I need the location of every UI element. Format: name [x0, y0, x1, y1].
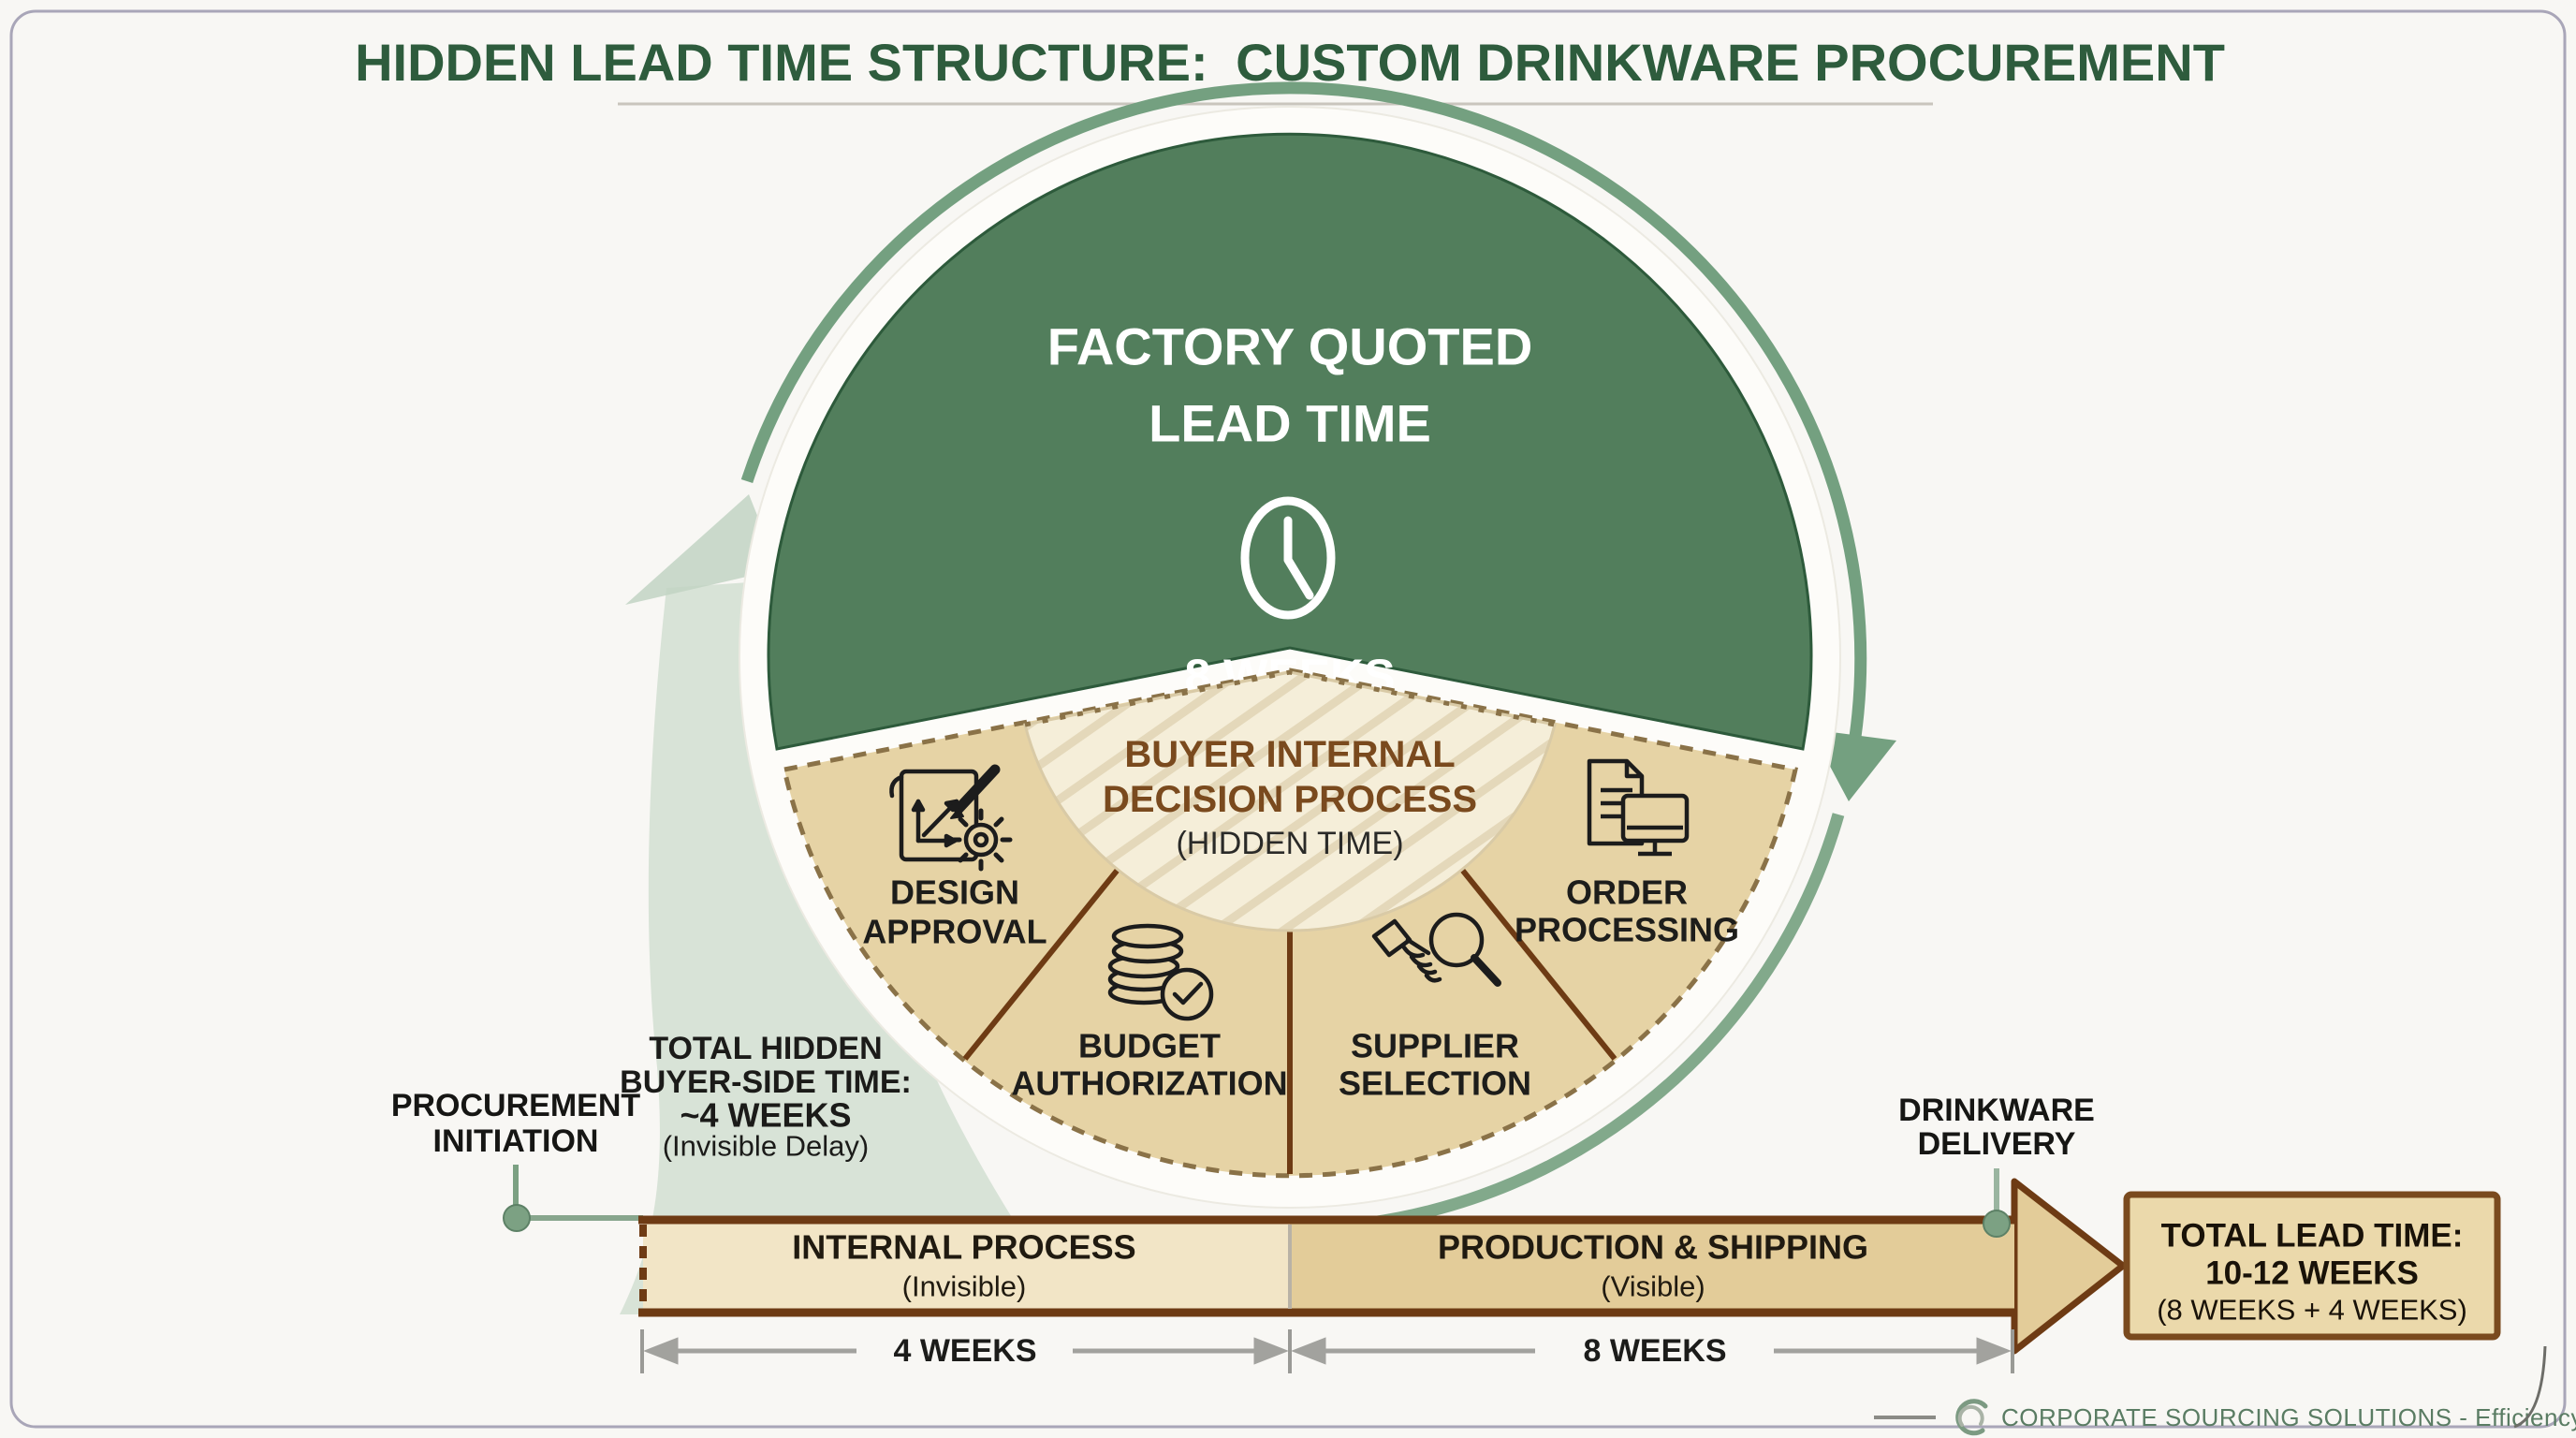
note-line2: BUYER-SIDE TIME: — [620, 1064, 912, 1100]
note-line4: (Invisible Delay) — [663, 1130, 870, 1163]
dome-title-line1: FACTORY QUOTED — [1047, 317, 1533, 376]
clock-icon — [1240, 496, 1336, 620]
segment-budget-authorization: BUDGET AUTHORIZATION — [1011, 923, 1288, 1103]
segment-label: PROCESSING — [1515, 911, 1739, 949]
bar-visible-subtitle: (Visible) — [1601, 1270, 1705, 1303]
segment-order-processing: ORDER PROCESSING — [1515, 758, 1739, 949]
hidden-buyer-side-note: TOTAL HIDDEN BUYER-SIDE TIME: ~4 WEEKS (… — [620, 1031, 912, 1163]
wedge-line1: BUYER INTERNAL — [1124, 734, 1455, 775]
segment-label: BUDGET — [1078, 1027, 1221, 1065]
total-box-line2: 10-12 WEEKS — [2205, 1255, 2419, 1292]
blueprint-pencil-gear-icon — [889, 764, 1013, 872]
page-title-part1: HIDDEN LEAD TIME STRUCTURE: — [355, 33, 1208, 92]
timeline-bar: INTERNAL PROCESS (Invisible) PRODUCTION … — [638, 1178, 2127, 1355]
note-line1: TOTAL HIDDEN — [649, 1031, 882, 1066]
footer-brand-text: CORPORATE SOURCING SOLUTIONS - Efficienc… — [2001, 1403, 2576, 1431]
page-title: HIDDEN LEAD TIME STRUCTURE: CUSTOM DRINK… — [355, 33, 2225, 92]
bar-invisible-title: INTERNAL PROCESS — [792, 1228, 1135, 1267]
hidden-time-wedge: BUYER INTERNAL DECISION PROCESS (HIDDEN … — [1023, 669, 1557, 932]
duration-label-4-weeks: 4 WEEKS — [893, 1333, 1036, 1369]
note-line3: ~4 WEEKS — [680, 1096, 851, 1135]
end-label-line1: DRINKWARE — [1898, 1093, 2095, 1128]
page-title-part2: CUSTOM DRINKWARE PROCUREMENT — [1236, 33, 2225, 92]
start-label-line2: INITIATION — [433, 1123, 599, 1159]
end-label-line2: DELIVERY — [1918, 1126, 2076, 1162]
segment-label: AUTHORIZATION — [1011, 1064, 1287, 1103]
footer-flourish — [2513, 1345, 2547, 1429]
total-lead-time-box: TOTAL LEAD TIME: 10-12 WEEKS (8 WEEKS + … — [2123, 1191, 2501, 1341]
handshake-magnifier-icon — [1371, 912, 1501, 987]
total-box-line1: TOTAL LEAD TIME: — [2161, 1218, 2464, 1255]
timeline-end: DRINKWARE DELIVERY — [1898, 1093, 2095, 1238]
start-dot-icon — [503, 1204, 531, 1232]
swirl-logo — [1955, 1399, 1988, 1436]
segment-label: SELECTION — [1339, 1064, 1531, 1103]
segment-supplier-selection: SUPPLIER SELECTION — [1339, 912, 1531, 1103]
bar-visible-title: PRODUCTION & SHIPPING — [1438, 1228, 1868, 1267]
total-box-line3: (8 WEEKS + 4 WEEKS) — [2157, 1294, 2467, 1327]
segment-label: ORDER — [1566, 873, 1688, 912]
document-monitor-icon — [1587, 758, 1690, 857]
wedge-line2: DECISION PROCESS — [1103, 779, 1477, 820]
bar-segment-visible — [1290, 1221, 2014, 1312]
wedge-line3: (HIDDEN TIME) — [1176, 826, 1403, 861]
dome-title-line2: LEAD TIME — [1149, 394, 1431, 453]
segment-label: SUPPLIER — [1351, 1027, 1519, 1065]
bar-segment-invisible — [643, 1221, 1290, 1312]
segment-label: APPROVAL — [862, 913, 1046, 951]
duration-label-8-weeks: 8 WEEKS — [1583, 1333, 1726, 1369]
segment-label: DESIGN — [890, 873, 1019, 912]
segment-design-approval: DESIGN APPROVAL — [862, 764, 1047, 951]
card-frame — [9, 9, 2567, 1429]
timeline-start: PROCUREMENT INITIATION — [391, 1088, 643, 1232]
start-label-line1: PROCUREMENT — [391, 1088, 641, 1123]
factory-lead-time-sector: FACTORY QUOTED LEAD TIME 8 WEEKS — [767, 132, 1813, 751]
end-dot-icon — [1983, 1210, 2011, 1238]
footer-brand: CORPORATE SOURCING SOLUTIONS - Efficienc… — [1874, 1345, 2576, 1436]
duration-measures: 4 WEEKS 8 WEEKS — [640, 1328, 2014, 1374]
coins-check-icon — [1107, 923, 1214, 1021]
segment-dividers — [962, 868, 1617, 1174]
bar-invisible-subtitle: (Invisible) — [902, 1270, 1027, 1303]
